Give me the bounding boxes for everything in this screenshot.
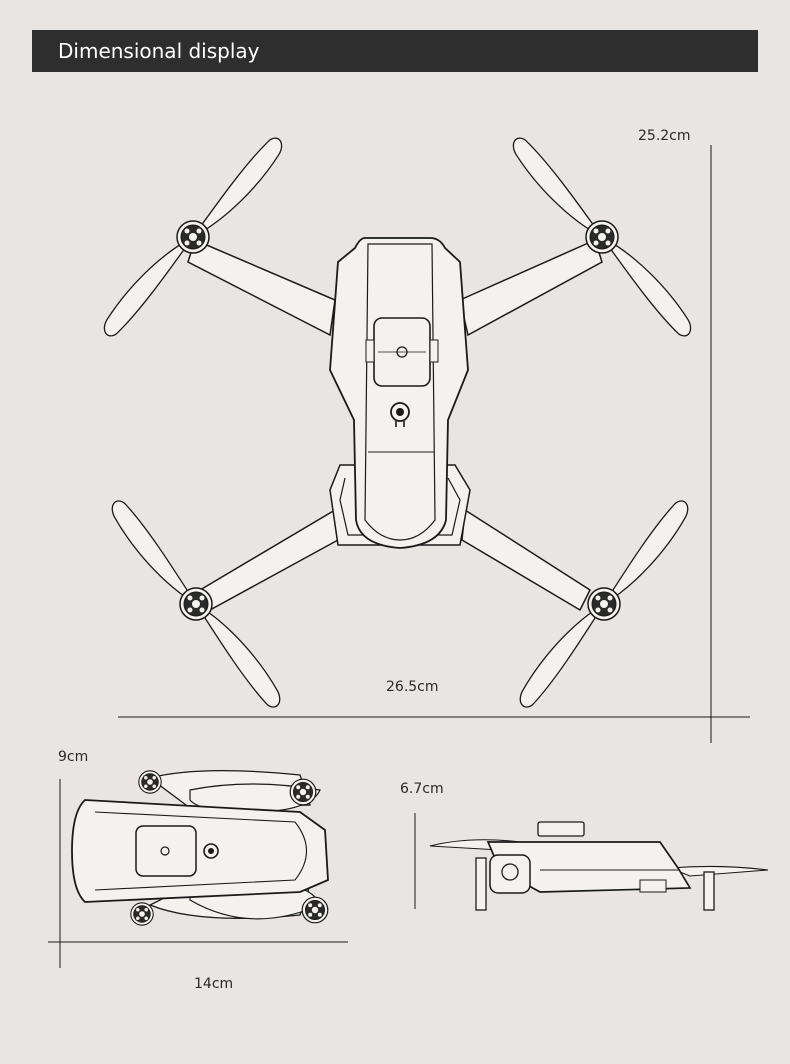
label-unfolded-width: 26.5cm [386, 679, 439, 695]
motor-front-left [176, 220, 210, 254]
label-side-height: 6.7cm [400, 781, 444, 797]
page-title: Dimensional display [58, 39, 260, 63]
motor-front-right [585, 220, 619, 254]
arm-front-right [459, 238, 603, 337]
label-unfolded-height: 25.2cm [638, 128, 691, 144]
arm-rear-right [461, 508, 591, 612]
side-view-drone [429, 821, 769, 911]
motor-rear-left [179, 587, 213, 621]
title-banner: Dimensional display [32, 30, 758, 72]
motor-rear-right [587, 587, 621, 621]
power-button-icon [390, 402, 410, 427]
label-folded-height: 9cm [58, 749, 89, 765]
top-view-drone [87, 136, 713, 709]
arm-front-left [187, 238, 336, 337]
drone-body [329, 237, 469, 549]
folded-drone [71, 770, 329, 926]
arm-rear-left [199, 508, 339, 612]
folded-power-icon [203, 843, 219, 859]
label-folded-width: 14cm [194, 976, 234, 992]
